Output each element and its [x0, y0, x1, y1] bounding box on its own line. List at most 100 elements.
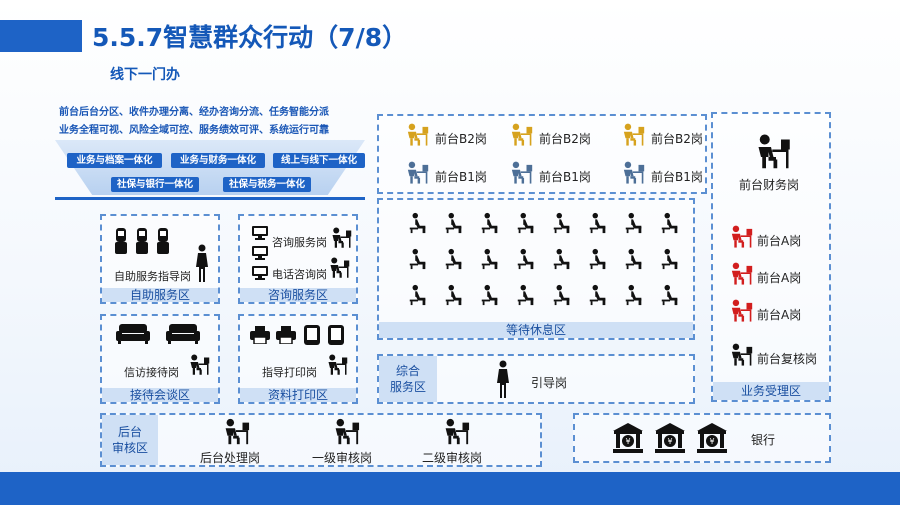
waiting-seat-icon	[587, 212, 609, 234]
integrated-zone-label: 综合 服务区	[379, 356, 437, 402]
page-subtitle: 线下一门办	[110, 67, 180, 83]
level2-reviewer-icon	[440, 417, 470, 447]
a-worker-icon	[727, 224, 753, 250]
consult-zone: 咨询服务岗 电话咨询岗 咨询服务区	[238, 214, 358, 304]
print-guide-icon	[324, 352, 348, 378]
self-service-zone-label: 自助服务区	[102, 288, 218, 302]
b1-worker-icon	[507, 160, 533, 186]
footer-bar	[0, 472, 900, 505]
bank-icon	[613, 423, 643, 453]
b2-post: 前台B2岗	[651, 132, 703, 146]
backend-zone-label-line-1: 后台	[117, 425, 142, 439]
print-zone-label: 资料打印区	[240, 388, 356, 402]
business-zone-label: 业务受理区	[713, 382, 829, 400]
tablet-icon	[328, 325, 344, 345]
waiting-seat-icon	[479, 248, 501, 270]
tablet-icon	[304, 325, 320, 345]
b1-post: 前台B1岗	[651, 170, 703, 184]
integrated-service-zone: 综合 服务区 引导岗	[377, 354, 695, 404]
backend-worker-icon	[220, 417, 250, 447]
waiting-seat-icon	[659, 284, 681, 306]
pill-archive: 业务与档案一体化	[67, 153, 162, 168]
kiosk-icon	[114, 228, 128, 256]
review-worker-icon	[727, 342, 753, 368]
business-zone: 前台财务岗 前台A岗 前台A岗 前台A岗 前台复核岗 业务受理区	[711, 112, 831, 402]
b1-post: 前台B1岗	[435, 170, 487, 184]
waiting-seat-icon	[443, 248, 465, 270]
page-title: 5.5.7智慧群众行动（7/8）	[92, 23, 408, 52]
a-post: 前台A岗	[757, 234, 802, 248]
reception-post: 信访接待岗	[124, 366, 179, 379]
kiosk-icon	[156, 228, 170, 256]
phone-operator-icon	[326, 256, 350, 280]
level1-review-post: 一级审核岗	[312, 451, 373, 465]
waiting-seat-icon	[623, 212, 645, 234]
waiting-seat-icon	[515, 284, 537, 306]
usher-icon	[495, 360, 511, 400]
self-service-zone: 自助服务指导岗 自助服务区	[100, 214, 220, 304]
waiting-zone: 等待休息区	[377, 198, 695, 340]
monitor-icon	[252, 246, 268, 260]
bank-icon	[655, 423, 685, 453]
finance-post: 前台财务岗	[739, 178, 800, 192]
waiting-seat-icon	[551, 284, 573, 306]
b2-worker-icon	[403, 122, 429, 148]
pill-finance: 业务与财务一体化	[171, 153, 265, 168]
backend-review-zone: 后台 审核区 后台处理岗 一级审核岗 二级审核岗	[100, 413, 542, 467]
self-service-post: 自助服务指导岗	[114, 270, 191, 283]
waiting-seat-icon	[551, 248, 573, 270]
waiting-seat-icon	[515, 248, 537, 270]
backend-zone-label-line-2: 审核区	[111, 441, 148, 455]
waiting-seat-icon	[659, 248, 681, 270]
guide-person-icon	[194, 244, 210, 284]
monitor-icon	[252, 226, 268, 240]
phone-consult-post: 电话咨询岗	[272, 268, 327, 281]
usher-post: 引导岗	[531, 376, 568, 390]
a-worker-icon	[727, 298, 753, 324]
pill-tax: 社保与税务一体化	[223, 177, 311, 192]
intro-base-line	[55, 197, 365, 200]
front-b-zone: 前台B2岗 前台B2岗 前台B2岗 前台B1岗 前台B1岗 前台B1岗	[377, 114, 707, 194]
sofa-icon	[116, 324, 150, 344]
print-post: 指导打印岗	[262, 366, 317, 379]
backend-post: 后台处理岗	[200, 451, 261, 465]
sofa-icon	[166, 324, 200, 344]
printer-icon	[250, 326, 270, 344]
printer-icon	[276, 326, 296, 344]
b1-post: 前台B1岗	[539, 170, 591, 184]
backend-zone-label: 后台 审核区	[102, 415, 158, 465]
waiting-seat-icon	[443, 284, 465, 306]
bank-icon	[697, 423, 727, 453]
waiting-seat-icon	[623, 248, 645, 270]
integrated-zone-label-line-1: 综合	[395, 364, 420, 378]
waiting-seat-icon	[587, 284, 609, 306]
consultant-icon	[328, 226, 352, 250]
bank-label: 银行	[751, 433, 776, 447]
review-post: 前台复核岗	[757, 352, 818, 366]
receptionist-icon	[186, 352, 210, 378]
reception-zone: 信访接待岗 接待会谈区	[100, 314, 220, 404]
waiting-seat-icon	[551, 212, 573, 234]
waiting-zone-label: 等待休息区	[379, 322, 693, 338]
waiting-seat-icon	[443, 212, 465, 234]
reception-zone-label: 接待会谈区	[102, 388, 218, 402]
waiting-seat-icon	[623, 284, 645, 306]
waiting-seat-icon	[407, 248, 429, 270]
waiting-seat-icon	[479, 212, 501, 234]
a-post: 前台A岗	[757, 308, 802, 322]
integrated-zone-label-line-2: 服务区	[389, 380, 426, 394]
kiosk-icon	[135, 228, 149, 256]
intro-panel: 前台后台分区、收件办理分离、经办咨询分流、任务智能分派 业务全程可视、风险全域可…	[55, 97, 365, 201]
waiting-seat-icon	[587, 248, 609, 270]
b2-worker-icon	[507, 122, 533, 148]
b1-worker-icon	[619, 160, 645, 186]
waiting-seat-icon	[515, 212, 537, 234]
intro-line-1: 前台后台分区、收件办理分离、经办咨询分流、任务智能分派	[59, 107, 329, 118]
waiting-seat-icon	[659, 212, 681, 234]
finance-worker-icon	[751, 132, 791, 172]
a-worker-icon	[727, 261, 753, 287]
consult-post: 咨询服务岗	[272, 236, 327, 249]
b2-post: 前台B2岗	[539, 132, 591, 146]
intro-line-2: 业务全程可视、风险全域可控、服务绩效可评、系统运行可靠	[59, 125, 329, 136]
b1-worker-icon	[403, 160, 429, 186]
